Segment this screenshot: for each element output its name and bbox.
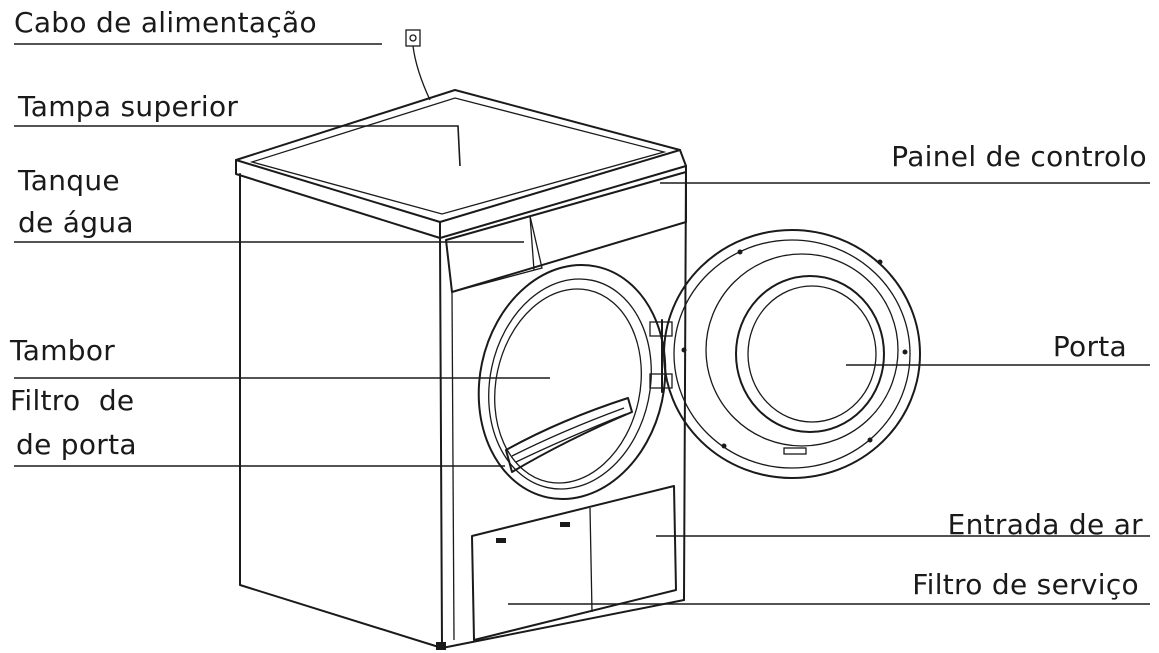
door-hinge — [649, 319, 673, 393]
power-cord-plug — [405, 29, 431, 101]
label-door-filter-line2: de porta — [16, 428, 137, 461]
leader-top-cover — [14, 125, 461, 167]
label-water-tank-line2: de água — [18, 206, 134, 239]
label-door: Porta — [1052, 330, 1127, 363]
label-door-filter-line1: Filtro de — [10, 384, 135, 417]
door-filter-shape — [505, 397, 633, 473]
leader-lines — [14, 43, 1150, 605]
label-drum: Tambor — [10, 334, 116, 367]
air-inlet-panel — [471, 485, 677, 641]
label-control-panel: Painel de controlo — [891, 140, 1147, 173]
open-door — [663, 229, 921, 479]
dryer-cabinet — [235, 89, 687, 650]
service-panel — [471, 485, 677, 641]
control-panel-shape — [445, 171, 687, 293]
label-power-cord: Cabo de alimentação — [14, 6, 317, 39]
label-top-cover: Tampa superior — [18, 90, 239, 123]
label-water-tank-line1: Tanque — [18, 164, 120, 197]
label-air-inlet: Entrada de ar — [947, 508, 1143, 541]
top-cover-shape — [235, 89, 681, 223]
drum-opening — [477, 264, 667, 500]
label-service-filter: Filtro de serviço — [912, 568, 1139, 601]
